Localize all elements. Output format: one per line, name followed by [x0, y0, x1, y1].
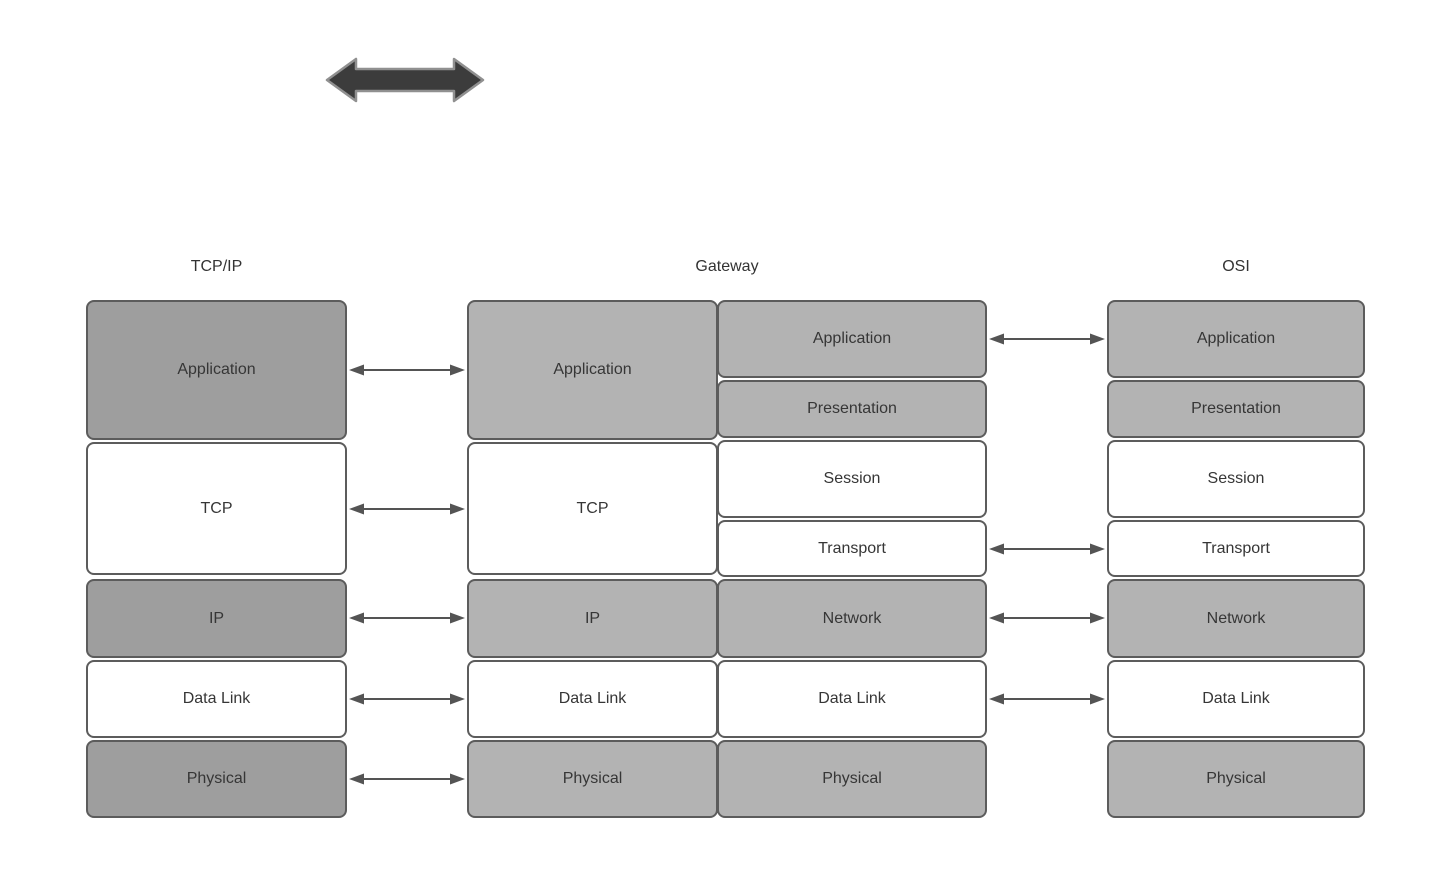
column-header-gateway: Gateway	[695, 258, 759, 275]
gateway-right-layer-presentation: Presentation	[717, 380, 987, 438]
gateway-left-layer-physical: Physical	[467, 740, 718, 818]
arrow-tcpip-gateway-ip	[349, 612, 465, 624]
arrow-tcpip-gateway-tcp	[349, 503, 465, 515]
gateway-left-layer-ip: IP	[467, 579, 718, 658]
tcpip-layer-ip: IP	[86, 579, 347, 658]
tcpip-layer-application: Application	[86, 300, 347, 440]
gateway-left-layer-datalink: Data Link	[467, 660, 718, 738]
osi-layer-datalink: Data Link	[1107, 660, 1365, 738]
tcpip-layer-physical: Physical	[86, 740, 347, 818]
arrow-gateway-osi-application	[989, 333, 1105, 345]
tcpip-layer-tcp: TCP	[86, 442, 347, 575]
arrow-gateway-osi-transport	[989, 543, 1105, 555]
arrow-gateway-osi-network	[989, 612, 1105, 624]
gateway-right-layer-session: Session	[717, 440, 987, 518]
tcpip-layer-datalink: Data Link	[86, 660, 347, 738]
arrow-gateway-osi-datalink	[989, 693, 1105, 705]
gateway-right-layer-network: Network	[717, 579, 987, 658]
osi-layer-transport: Transport	[1107, 520, 1365, 577]
column-header-tcpip: TCP/IP	[190, 258, 243, 275]
osi-layer-application: Application	[1107, 300, 1365, 378]
osi-layer-network: Network	[1107, 579, 1365, 658]
column-header-osi: OSI	[1222, 258, 1250, 275]
gateway-left-layer-application: Application	[467, 300, 718, 440]
arrow-tcpip-gateway-application	[349, 364, 465, 376]
osi-layer-session: Session	[1107, 440, 1365, 518]
osi-layer-physical: Physical	[1107, 740, 1365, 818]
gateway-right-layer-datalink: Data Link	[717, 660, 987, 738]
gateway-right-layer-application: Application	[717, 300, 987, 378]
gateway-right-layer-transport: Transport	[717, 520, 987, 577]
gateway-left-layer-tcp: TCP	[467, 442, 718, 575]
arrow-tcpip-gateway-physical	[349, 773, 465, 785]
arrow-tcpip-gateway-datalink	[349, 693, 465, 705]
thick-double-arrow-icon	[325, 57, 485, 103]
gateway-right-layer-physical: Physical	[717, 740, 987, 818]
osi-layer-presentation: Presentation	[1107, 380, 1365, 438]
